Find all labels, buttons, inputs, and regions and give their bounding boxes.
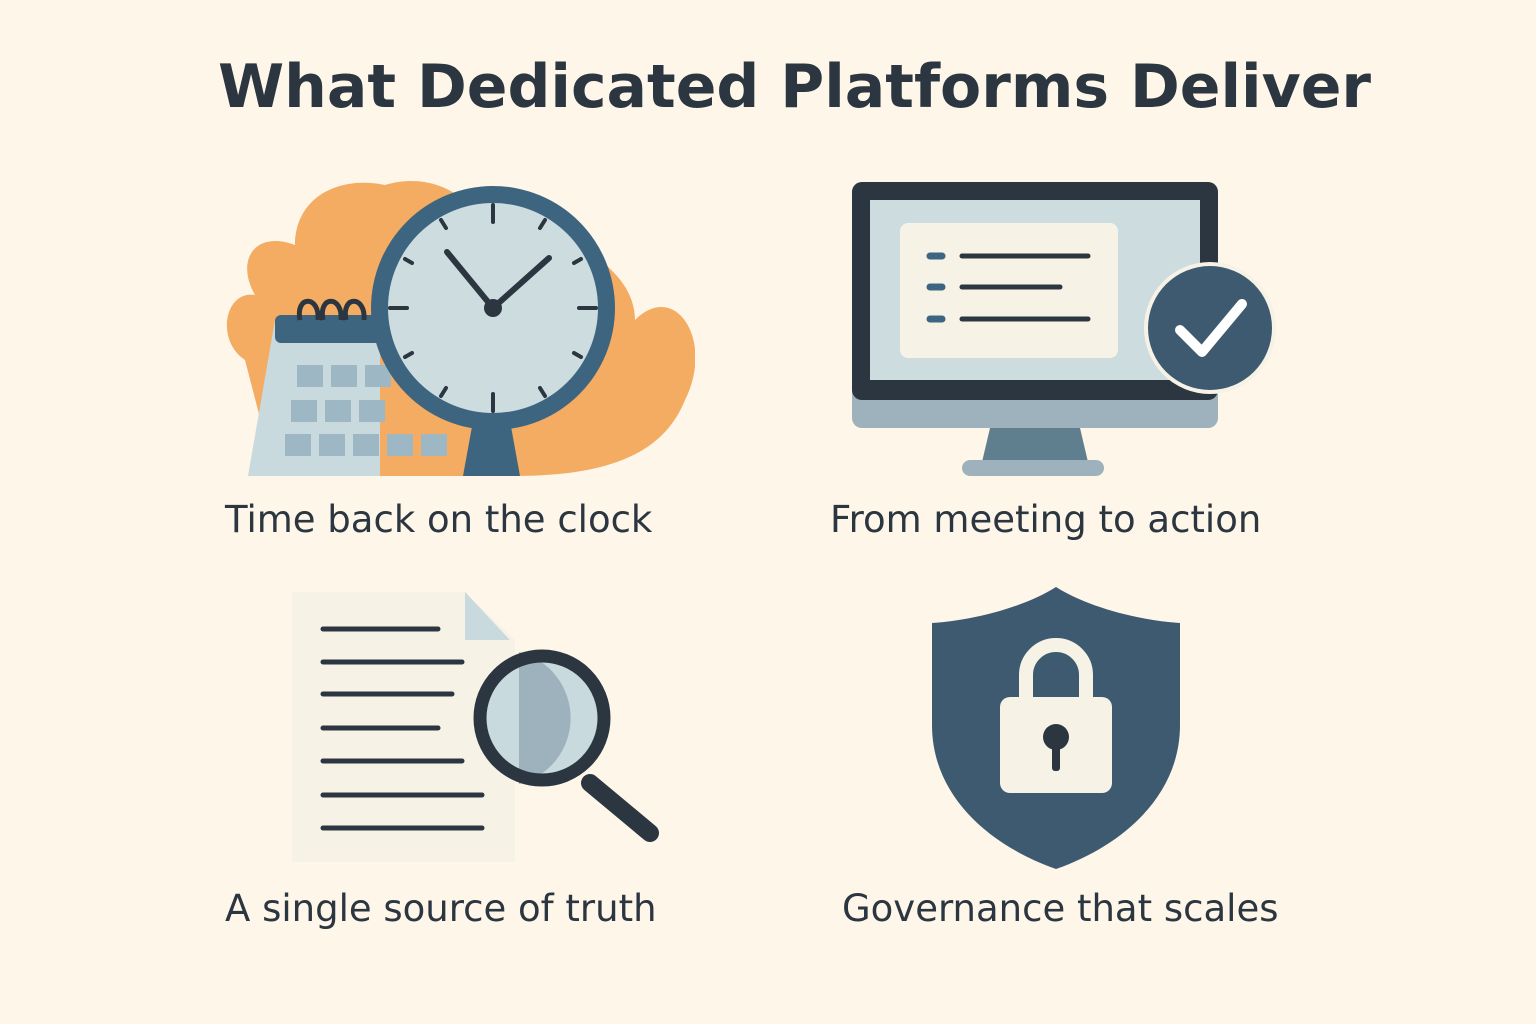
monitor-checklist-icon [852, 182, 1276, 476]
shield-lock-icon [932, 587, 1180, 869]
feature-label-governance: Governance that scales [842, 887, 1279, 930]
document-magnifier-icon [292, 592, 659, 862]
feature-label-time: Time back on the clock [225, 498, 653, 541]
page-title: What Dedicated Platforms Deliver [218, 52, 1372, 122]
clock-calendar-icon [227, 181, 695, 476]
feature-label-action: From meeting to action [830, 498, 1262, 541]
feature-label-truth: A single source of truth [225, 887, 657, 930]
